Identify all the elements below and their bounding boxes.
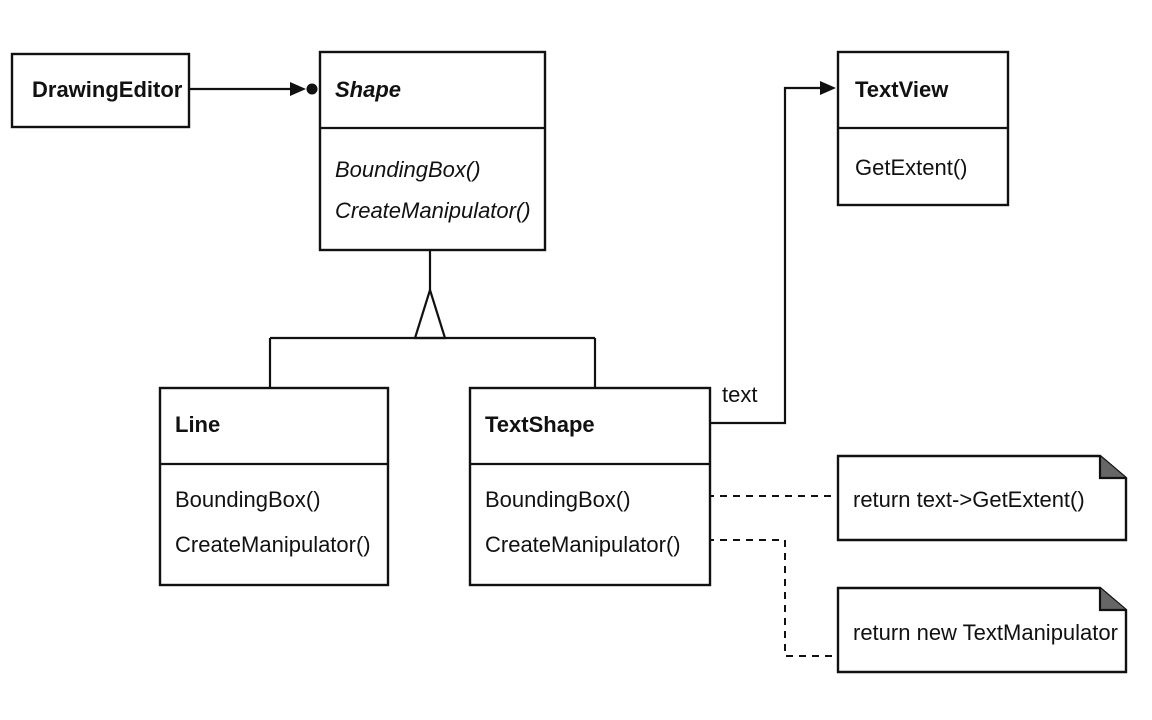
- line-op-bounding-box: BoundingBox(): [175, 487, 321, 512]
- note-text-text-manipulator: return new TextManipulator: [853, 620, 1118, 645]
- class-line: Line BoundingBox() CreateManipulator(): [158, 386, 390, 587]
- class-name-drawing-editor: DrawingEditor: [32, 77, 183, 102]
- class-name-text-view: TextView: [855, 77, 949, 102]
- class-drawing-editor: DrawingEditor: [10, 52, 191, 129]
- class-name-line: Line: [175, 412, 220, 437]
- textview-op-get-extent: GetExtent(): [855, 155, 967, 180]
- textshape-textview-association: [710, 81, 836, 425]
- textshape-op-create-manipulator: CreateManipulator(): [485, 532, 681, 557]
- class-text-view: TextView GetExtent(): [836, 50, 1010, 207]
- note-text-get-extent: return text->GetExtent(): [853, 487, 1085, 512]
- drawing-editor-shape-association: [189, 82, 318, 96]
- class-name-text-shape: TextShape: [485, 412, 595, 437]
- inheritance-connector: [268, 250, 597, 388]
- class-text-shape: TextShape BoundingBox() CreateManipulato…: [468, 386, 712, 587]
- textshape-op-bounding-box: BoundingBox(): [485, 487, 631, 512]
- shape-op-create-manipulator: CreateManipulator(): [335, 198, 531, 223]
- association-role-text: text: [722, 382, 757, 407]
- note-text-manipulator: return new TextManipulator: [836, 586, 1128, 674]
- class-name-shape: Shape: [335, 77, 401, 102]
- shape-op-bounding-box: BoundingBox(): [335, 157, 481, 182]
- note-get-extent: return text->GetExtent(): [836, 454, 1128, 542]
- class-shape: Shape BoundingBox() CreateManipulator(): [318, 50, 547, 252]
- line-op-create-manipulator: CreateManipulator(): [175, 532, 371, 557]
